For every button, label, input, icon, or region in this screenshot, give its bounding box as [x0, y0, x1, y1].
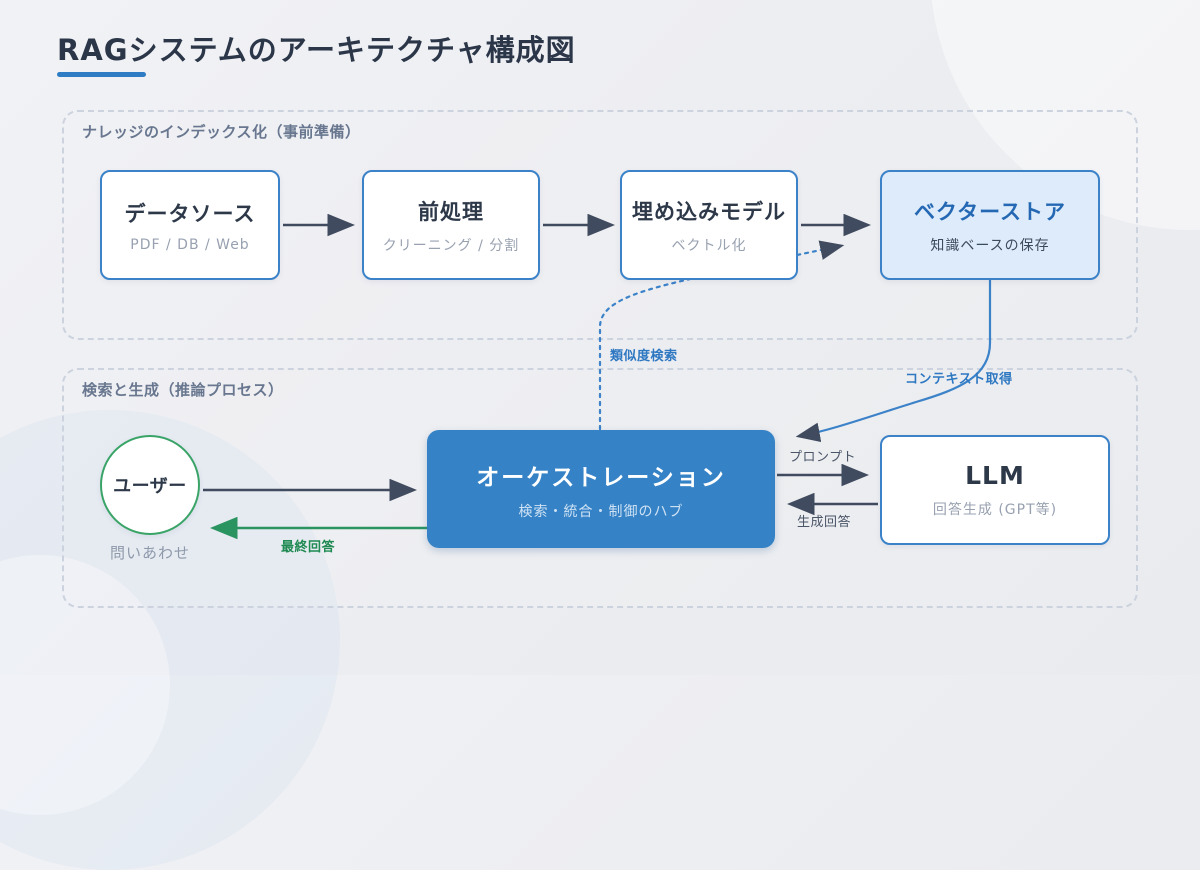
node-user: ユーザー: [100, 435, 200, 535]
edge-label-final-answer: 最終回答: [281, 540, 336, 555]
node-vector-store-title: ベクターストア: [913, 199, 1067, 224]
node-llm-title: LLM: [965, 461, 1025, 490]
edge-label-generated-answer: 生成回答: [797, 515, 852, 530]
title-underline: [57, 72, 146, 77]
node-preprocessing-title: 前処理: [418, 199, 484, 224]
node-llm: LLM 回答生成 (GPT等): [880, 435, 1110, 545]
edge-label-prompt: プロンプト: [789, 450, 857, 465]
node-user-caption: 問いあわせ: [109, 544, 190, 562]
node-orchestration: オーケストレーション 検索・統合・制御のハブ: [427, 430, 775, 548]
section-indexing-label: ナレッジのインデックス化（事前準備）: [82, 123, 361, 141]
edge-label-similarity-search: 類似度検索: [610, 349, 678, 364]
node-user-title: ユーザー: [113, 476, 187, 497]
node-llm-subtitle: 回答生成 (GPT等): [932, 502, 1058, 518]
node-preprocessing: 前処理 クリーニング / 分割: [362, 170, 540, 280]
node-embedding-model-title: 埋め込みモデル: [632, 199, 786, 224]
node-vector-store-subtitle: 知識ベースの保存: [930, 237, 1050, 254]
node-data-source: データソース PDF / DB / Web: [100, 170, 280, 280]
node-orchestration-title: オーケストレーション: [476, 464, 726, 491]
edge-label-context-fetch: コンテキスト取得: [905, 372, 1013, 387]
node-embedding-model: 埋め込みモデル ベクトル化: [620, 170, 798, 280]
node-embedding-model-subtitle: ベクトル化: [671, 237, 747, 254]
node-data-source-title: データソース: [124, 201, 256, 226]
node-data-source-subtitle: PDF / DB / Web: [130, 236, 250, 253]
page-title: RAGシステムのアーキテクチャ構成図: [57, 33, 576, 67]
section-inference-label: 検索と生成（推論プロセス）: [82, 381, 284, 399]
node-orchestration-subtitle: 検索・統合・制御のハブ: [518, 503, 684, 520]
node-preprocessing-subtitle: クリーニング / 分割: [382, 237, 520, 254]
node-vector-store: ベクターストア 知識ベースの保存: [880, 170, 1100, 280]
